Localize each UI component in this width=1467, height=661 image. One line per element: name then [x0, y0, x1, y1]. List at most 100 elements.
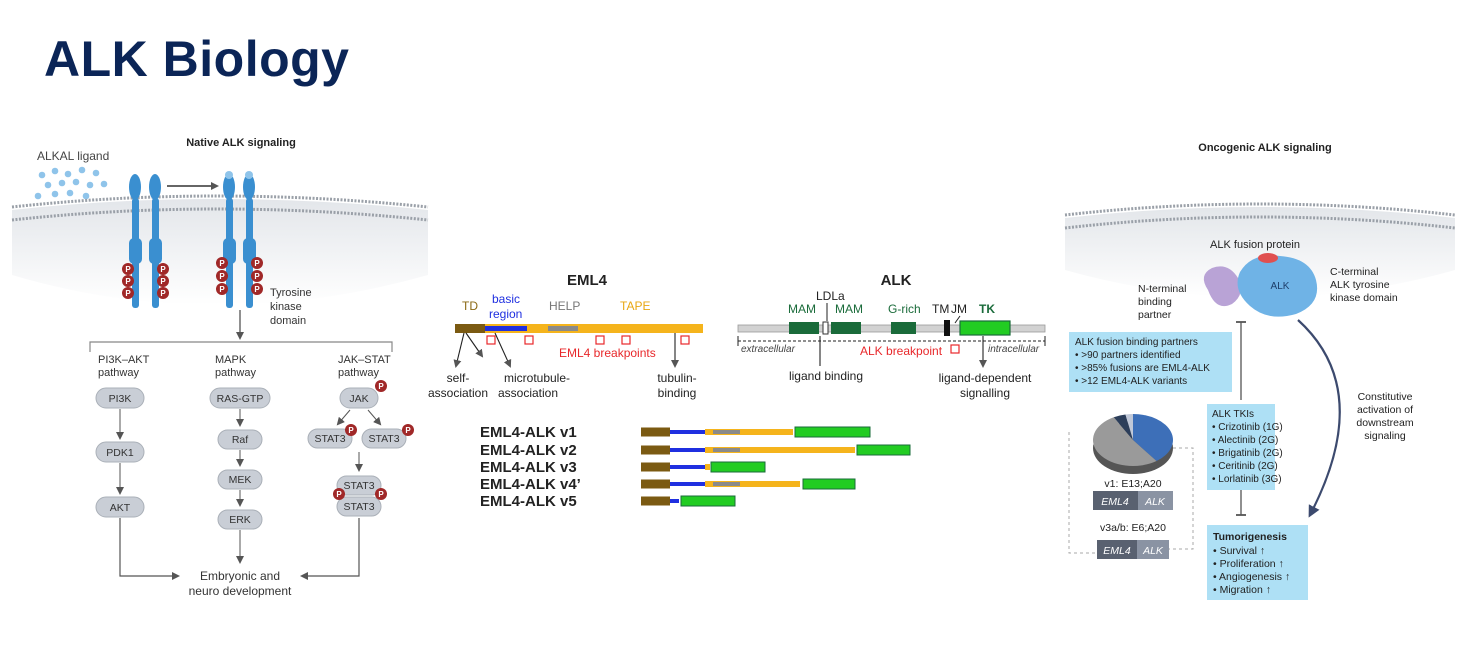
- svg-text:binding: binding: [1138, 296, 1172, 308]
- constitutive-label: Constitutive: [1358, 391, 1413, 403]
- variant-td-segment: [641, 479, 670, 489]
- svg-text:partner: partner: [1138, 309, 1172, 321]
- variant-td-segment: [641, 427, 670, 437]
- oncogenic-heading: Oncogenic ALK signaling: [1198, 142, 1331, 154]
- svg-text:Tyrosine: Tyrosine: [270, 287, 312, 299]
- svg-text:P: P: [219, 285, 225, 294]
- svg-text:P: P: [160, 289, 166, 298]
- v1-tag-eml4: [1093, 491, 1138, 510]
- ligand-label: ALKAL ligand: [37, 149, 109, 163]
- pathway-node: STAT3: [368, 433, 399, 445]
- tm-label: TM: [932, 302, 949, 316]
- svg-text:region: region: [489, 307, 522, 321]
- svg-text:• Survival ↑: • Survival ↑: [1213, 545, 1265, 557]
- variant-td-segment: [641, 496, 670, 506]
- svg-text:P: P: [219, 272, 225, 281]
- svg-text:P: P: [125, 265, 131, 274]
- slide-title: ALK Biology: [44, 31, 350, 87]
- native-heading: Native ALK signaling: [186, 137, 296, 149]
- constitutive-arrow: [1297, 319, 1341, 518]
- svg-text:P: P: [125, 277, 131, 286]
- svg-text:kinase: kinase: [270, 301, 302, 313]
- svg-text:P: P: [348, 426, 354, 435]
- pathway-node: RAS-GTP: [217, 393, 264, 405]
- pathway-node: ERK: [229, 514, 251, 526]
- alk-heading: ALK: [881, 272, 912, 289]
- pathway-node: STAT3: [343, 480, 374, 492]
- svg-text:ALK: ALK: [1144, 496, 1166, 508]
- fusion-alk-label: ALK: [1271, 281, 1290, 292]
- variant-tape-segment: [705, 429, 793, 435]
- svg-text:P: P: [336, 490, 342, 499]
- intracellular-label: intracellular: [988, 344, 1040, 355]
- svg-text:P: P: [160, 265, 166, 274]
- ligand-dependent-label: ligand-dependent: [939, 371, 1032, 385]
- svg-text:activation of: activation of: [1357, 404, 1413, 416]
- svg-text:downstream: downstream: [1356, 417, 1413, 429]
- alk-structure: ALK LDLa MAM MAM G-rich TM JM TK extrace…: [737, 272, 1046, 400]
- svg-text:kinase domain: kinase domain: [1330, 292, 1398, 304]
- outcome-label: Embryonic and neuro development: [189, 569, 292, 598]
- v1-label: v1: E13;A20: [1104, 478, 1161, 490]
- tk-label: TK: [979, 302, 995, 316]
- native-cell-body: [12, 199, 428, 305]
- jak-pathway-title: JAK–STAT: [338, 354, 391, 366]
- help-label: HELP: [549, 299, 580, 313]
- svg-text:association: association: [428, 386, 488, 400]
- eml4-structure: EML4 TD basic region HELP TAPE EML4 brea…: [428, 272, 703, 400]
- mapk-pathway: RAS-GTP Raf MEK ERK: [209, 387, 271, 564]
- receptor-dimer-active: [223, 171, 256, 308]
- svg-text:EML4: EML4: [1103, 545, 1131, 557]
- svg-text:EML4: EML4: [1101, 496, 1129, 508]
- variant-td-segment: [641, 445, 670, 455]
- fusion-pie: [1092, 414, 1173, 467]
- variant-tape-segment: [705, 481, 800, 487]
- svg-text:ALK: ALK: [1142, 545, 1164, 557]
- variant-tk-segment: [856, 444, 911, 456]
- svg-text:• Brigatinib (2G): • Brigatinib (2G): [1212, 448, 1283, 459]
- svg-text:P: P: [254, 272, 260, 281]
- svg-text:pathway: pathway: [338, 367, 379, 379]
- svg-text:Embryonic and: Embryonic and: [200, 569, 280, 583]
- svg-text:P: P: [254, 259, 260, 268]
- tk-domain-label: Tyrosine kinase domain: [270, 287, 312, 327]
- variant-tape-segment: [705, 447, 855, 453]
- variant-label: EML4-ALK v5: [480, 493, 577, 510]
- eml4-breakpoints-label: EML4 breakpoints: [559, 346, 656, 360]
- svg-text:• >90 partners identified: • >90 partners identified: [1075, 350, 1181, 361]
- variant-label: EML4-ALK v1: [480, 424, 577, 441]
- ligand-binding-label: ligand binding: [789, 369, 863, 383]
- partners-box: [1069, 332, 1232, 392]
- phospho-badges: PPP PPP PPP PPP: [122, 257, 263, 299]
- pathway-bracket: [89, 341, 393, 352]
- v3-label: v3a/b: E6;A20: [1100, 522, 1166, 534]
- variant-basic-segment: [670, 465, 705, 469]
- eml4-heading: EML4: [567, 272, 608, 289]
- oncogenic-panel: Oncogenic ALK signaling ALK fusion prote…: [1064, 142, 1456, 600]
- v1-tag-alk: [1138, 491, 1173, 510]
- basic-region-label: basic: [492, 292, 520, 306]
- variant-tk-segment: [680, 495, 736, 507]
- variant-label: EML4-ALK v3: [480, 459, 577, 476]
- variant-tk-segment: [710, 461, 766, 473]
- pathway-node: JAK: [349, 393, 368, 405]
- oncogenic-cell-body: [1065, 207, 1455, 298]
- extracellular-label: extracellular: [741, 344, 796, 355]
- native-signaling-panel: Native ALK signaling ALKAL ligand: [11, 137, 429, 598]
- eml4-bar: [455, 324, 703, 333]
- variant-tape-segment: [705, 464, 710, 470]
- svg-text:P: P: [405, 426, 411, 435]
- variant-basic-segment: [670, 499, 679, 503]
- variant-tk-segment: [794, 426, 871, 438]
- svg-text:• Lorlatinib (3G): • Lorlatinib (3G): [1212, 474, 1282, 485]
- cterm-label: C-terminal: [1330, 266, 1378, 278]
- pie-slice: [1092, 417, 1157, 467]
- svg-text:Tumorigenesis: Tumorigenesis: [1213, 531, 1287, 543]
- svg-text:signalling: signalling: [960, 386, 1010, 400]
- pathway-node: Raf: [232, 434, 248, 446]
- variant-label: EML4-ALK v4’: [480, 476, 581, 493]
- svg-text:• Crizotinib (1G): • Crizotinib (1G): [1212, 422, 1283, 433]
- svg-text:association: association: [498, 386, 558, 400]
- tape-label: TAPE: [620, 299, 650, 313]
